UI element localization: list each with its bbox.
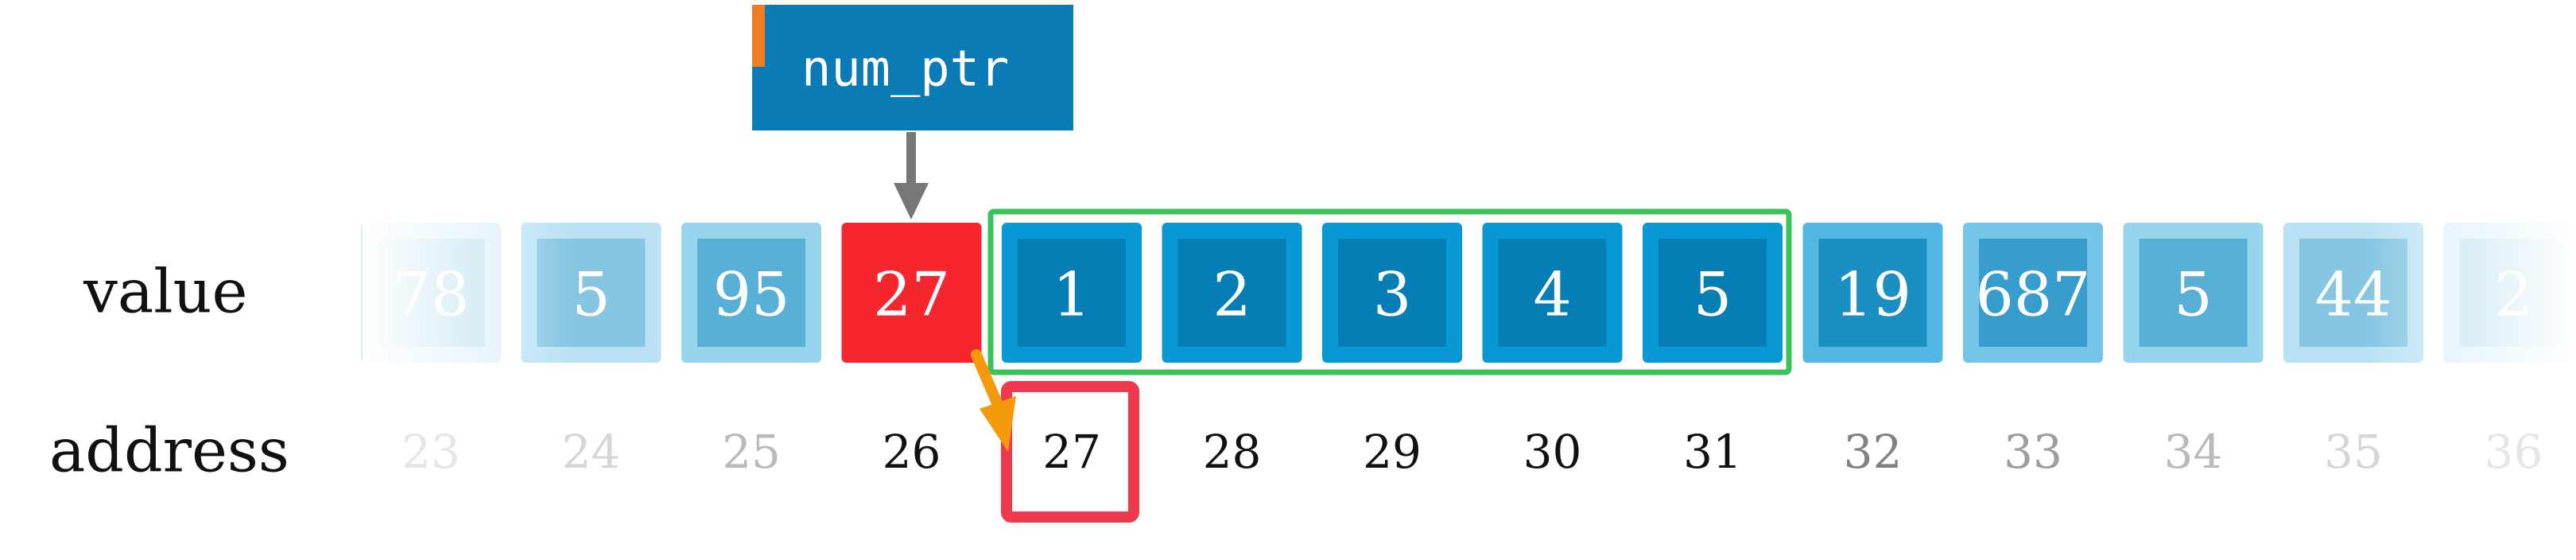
cell-address: 35 (2324, 425, 2383, 479)
memory-cell: 5 31 (1643, 223, 1783, 479)
pointer-box-background (752, 5, 1073, 130)
cell-inner-box (1979, 239, 2087, 347)
cell-value: 95 (713, 259, 790, 330)
cell-value: 5 (2174, 259, 2212, 330)
cell-inner-box (1018, 239, 1126, 347)
cell-value: 4 (1533, 259, 1571, 330)
memory-cell: 27 26 (841, 223, 982, 479)
cell-inner-box (1498, 239, 1607, 347)
cell-box (681, 223, 821, 363)
address-highlight-box (1001, 381, 1139, 523)
cell-address: 33 (2004, 425, 2062, 479)
dereference-arrow (971, 349, 1016, 452)
cell-box (841, 223, 982, 363)
cell-value: 5 (572, 259, 610, 330)
memory-cell: 95 25 (681, 223, 821, 479)
cell-value: 3 (1373, 259, 1411, 330)
pointer-label: num_ptr (801, 40, 1009, 98)
memory-cell: 3 29 (1322, 223, 1462, 479)
memory-cell: 687 33 (1963, 223, 2103, 479)
cell-inner-box (1338, 239, 1446, 347)
memory-cell: 4 30 (1482, 223, 1623, 479)
cell-address: 34 (2164, 425, 2223, 479)
cell-address: 36 (2485, 425, 2543, 479)
pointer-arrow (894, 132, 929, 220)
cell-value: 19 (1834, 259, 1911, 330)
memory-cells: 7823524952527261272283294305311932687335… (361, 223, 2576, 479)
cell-inner-box (1177, 239, 1286, 347)
cell-address: 23 (402, 425, 460, 479)
cell-address: 31 (1683, 425, 1742, 479)
right-fade-overlay (2369, 215, 2576, 382)
memory-cell: 5 34 (2123, 223, 2264, 479)
pointer-box: num_ptr (752, 5, 1073, 130)
cell-address: 24 (562, 425, 621, 479)
memory-cell: 2 28 (1162, 223, 1302, 479)
address-row-label: address (49, 415, 289, 486)
cell-value: 5 (1693, 259, 1732, 330)
cell-address: 26 (883, 425, 941, 479)
cell-inner-box (1818, 239, 1927, 347)
cell-value: 2 (1212, 259, 1251, 330)
array-highlight-frame (987, 208, 1792, 375)
cell-value: 27 (873, 259, 950, 330)
left-fade-overlay (363, 215, 569, 382)
cell-address: 25 (722, 425, 781, 479)
memory-cell: 1 27 (1002, 223, 1142, 479)
cell-inner-box (697, 239, 805, 347)
cell-inner-box (2139, 239, 2248, 347)
value-row-label: value (83, 256, 247, 327)
cell-value: 687 (1975, 259, 2090, 330)
cell-address: 30 (1523, 425, 1582, 479)
pointer-accent-mark (752, 5, 765, 67)
cell-address: 29 (1363, 425, 1422, 479)
cell-address: 27 (1042, 425, 1101, 479)
cell-value: 1 (1053, 259, 1091, 330)
cell-address: 28 (1203, 425, 1262, 479)
cell-box (2123, 223, 2264, 363)
cell-inner-box (1658, 239, 1767, 347)
cell-address: 32 (1844, 425, 1903, 479)
